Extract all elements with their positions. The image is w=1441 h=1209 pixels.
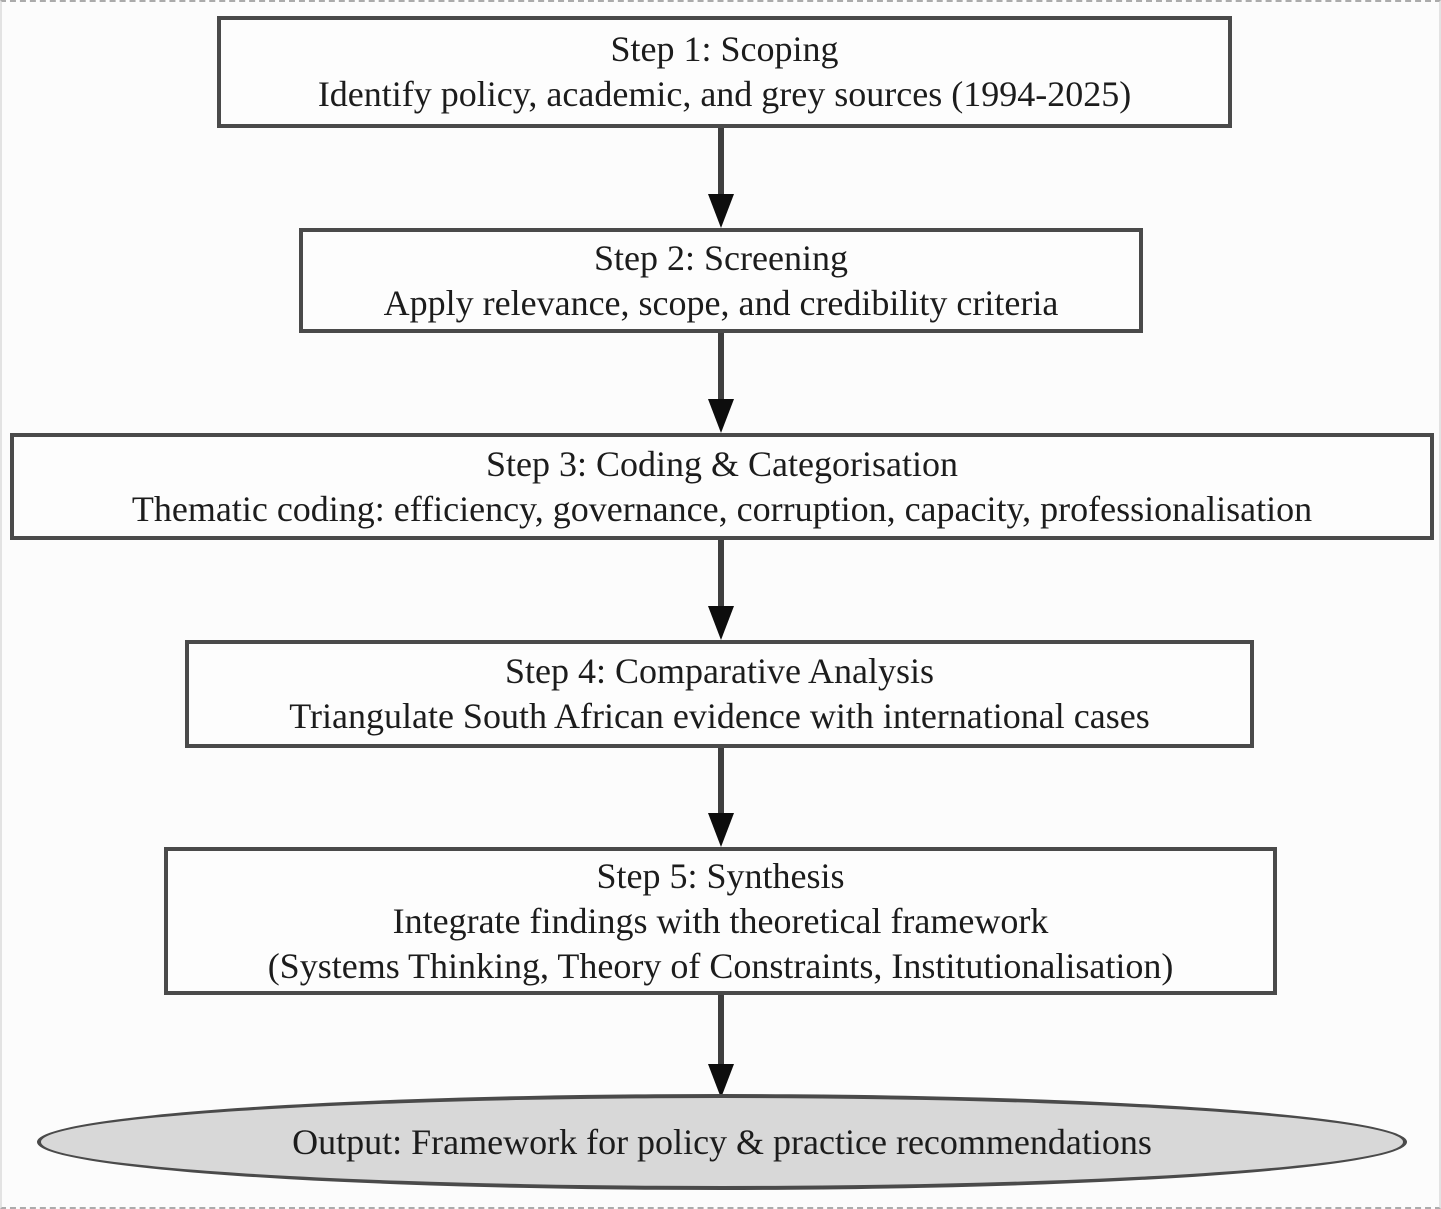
output-ellipse: Output: Framework for policy & practice …: [37, 1094, 1407, 1190]
step-1-box: Step 1: Scoping Identify policy, academi…: [217, 16, 1232, 128]
step-2-description: Apply relevance, scope, and credibility …: [383, 282, 1059, 323]
arrow-line: [718, 995, 724, 1070]
step-5-description: Integrate findings with theoretical fram…: [392, 900, 1049, 941]
step-5-title: Step 5: Synthesis: [596, 855, 845, 896]
step-3-description: Thematic coding: efficiency, governance,…: [131, 488, 1313, 529]
arrow-line: [718, 748, 724, 819]
arrow-line: [718, 540, 724, 612]
step-4-title: Step 4: Comparative Analysis: [505, 651, 934, 691]
arrow-head-icon: [708, 194, 734, 228]
arrow-step5-to-output: [706, 995, 736, 1098]
step-4-box: Step 4: Comparative Analysis Triangulate…: [185, 640, 1254, 748]
step-3-box: Step 3: Coding & Categorisation Thematic…: [10, 433, 1434, 540]
arrow-line: [718, 128, 724, 200]
step-4-description: Triangulate South African evidence with …: [289, 696, 1150, 736]
step-1-title: Step 1: Scoping: [610, 29, 839, 69]
arrow-head-icon: [708, 606, 734, 640]
step-5-box: Step 5: Synthesis Integrate findings wit…: [164, 847, 1277, 995]
arrow-head-icon: [708, 813, 734, 847]
step-2-title: Step 2: Screening: [594, 237, 848, 278]
step-2-box: Step 2: Screening Apply relevance, scope…: [299, 228, 1143, 333]
step-1-description: Identify policy, academic, and grey sour…: [317, 74, 1132, 114]
step-5-description-2: (Systems Thinking, Theory of Constraints…: [267, 945, 1174, 986]
arrow-head-icon: [708, 399, 734, 433]
step-3-title: Step 3: Coding & Categorisation: [486, 443, 958, 484]
arrow-step2-to-step3: [706, 333, 736, 433]
arrow-head-icon: [708, 1064, 734, 1098]
arrow-step1-to-step2: [706, 128, 736, 228]
output-label: Output: Framework for policy & practice …: [292, 1122, 1152, 1162]
arrow-line: [718, 333, 724, 405]
arrow-step4-to-step5: [706, 748, 736, 847]
arrow-step3-to-step4: [706, 540, 736, 640]
